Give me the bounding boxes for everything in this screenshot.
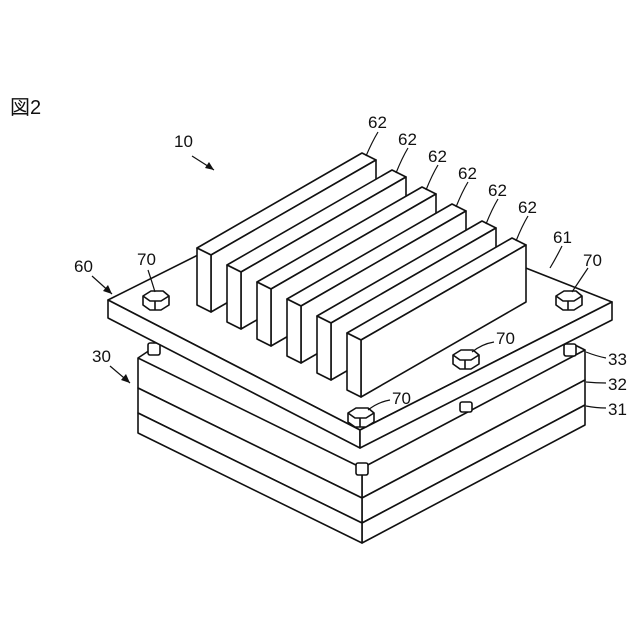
- bolt-shank: [356, 463, 368, 475]
- label-layer-bottom: 31: [608, 400, 627, 419]
- label-fin: 62: [518, 198, 537, 217]
- label-layer-mid: 32: [608, 375, 627, 394]
- label-plate: 61: [553, 228, 572, 247]
- label-bolt: 70: [137, 250, 156, 269]
- label-fin: 62: [368, 113, 387, 132]
- arrow-head: [121, 374, 130, 383]
- bolt-shank: [148, 343, 160, 355]
- bolt-shank: [460, 402, 472, 412]
- bolt-head: [348, 408, 374, 427]
- arrow-head: [205, 162, 214, 170]
- label-fin: 62: [398, 130, 417, 149]
- label-fin: 62: [428, 147, 447, 166]
- bolt-head: [556, 291, 582, 310]
- label-fin: 62: [458, 164, 477, 183]
- label-bolt: 70: [496, 329, 515, 348]
- label-bolt: 70: [583, 251, 602, 270]
- bolt-head: [143, 291, 169, 310]
- label-top-plate-assembly: 60: [74, 257, 93, 276]
- label-base-assembly: 30: [92, 347, 111, 366]
- label-fin: 62: [488, 181, 507, 200]
- label-layer-top: 33: [608, 350, 627, 369]
- label-assembly: 10: [174, 132, 193, 151]
- figure-label: 図2: [10, 97, 41, 119]
- bolt-shank: [564, 344, 576, 356]
- label-bolt: 70: [392, 389, 411, 408]
- bolt-head: [453, 350, 479, 369]
